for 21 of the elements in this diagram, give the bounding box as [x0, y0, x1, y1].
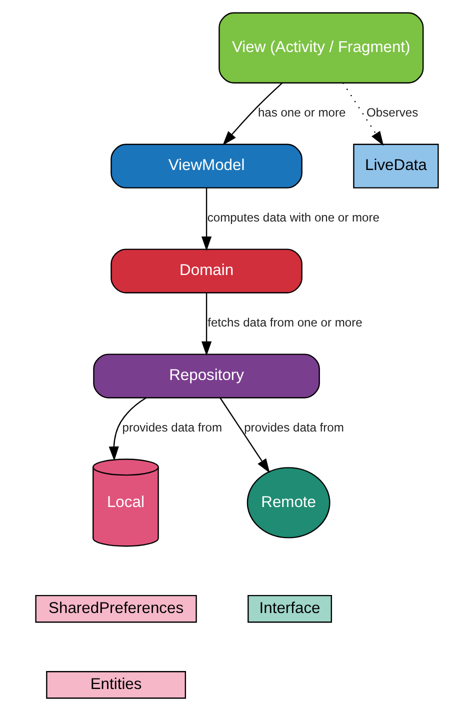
- arrow: [220, 397, 270, 474]
- edge-label: has one or more: [258, 106, 346, 120]
- node-box: Repository: [93, 354, 320, 398]
- arrow: [201, 293, 212, 356]
- arrow: [342, 82, 384, 146]
- edge-label: fetchs data from one or more: [208, 316, 362, 330]
- node-box: Entities: [46, 670, 186, 699]
- arrow: [201, 188, 212, 251]
- node-box: View (Activity / Fragment): [218, 12, 424, 84]
- edge-label: Observes: [366, 106, 418, 120]
- edge-label: provides data from: [122, 420, 222, 435]
- edge-label: computes data with one or more: [207, 210, 380, 225]
- node-box: Interface: [248, 594, 332, 623]
- node-box: ViewModel: [110, 144, 302, 188]
- node-box: SharedPreferences: [35, 594, 197, 623]
- edge-label: provides data from: [244, 420, 344, 435]
- node-box: Domain: [110, 248, 302, 294]
- node-box: LiveData: [353, 144, 439, 188]
- arrow: [222, 82, 283, 146]
- node-ellipse: Remote: [246, 467, 330, 538]
- arrow: [108, 397, 147, 461]
